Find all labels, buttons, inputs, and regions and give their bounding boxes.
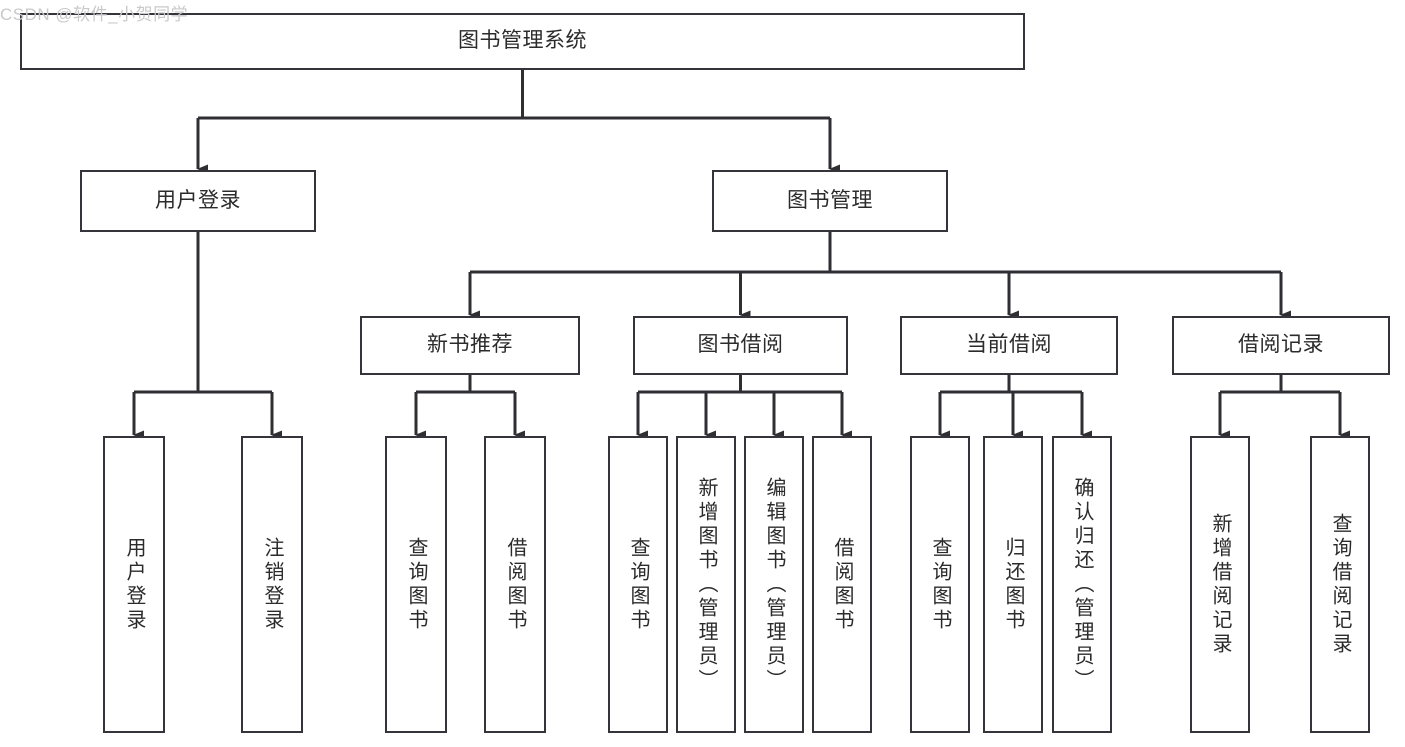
node-leaf1[interactable]: 用户登录 — [103, 436, 165, 733]
node-leaf2[interactable]: 注销登录 — [241, 436, 303, 733]
node-root[interactable]: 图书管理系统 — [20, 13, 1025, 70]
node-leaf11[interactable]: 确认归还（管理员） — [1052, 436, 1112, 733]
node-label: 借阅记录 — [1238, 333, 1324, 357]
node-leaf10[interactable]: 归还图书 — [983, 436, 1043, 733]
node-label: 借阅图书 — [831, 536, 853, 633]
node-records[interactable]: 借阅记录 — [1172, 316, 1390, 375]
node-label: 新增图书（管理员） — [695, 476, 717, 693]
node-leaf13[interactable]: 查询借阅记录 — [1310, 436, 1370, 733]
node-leaf4[interactable]: 借阅图书 — [484, 436, 546, 733]
node-leaf8[interactable]: 借阅图书 — [812, 436, 872, 733]
node-label: 借阅图书 — [504, 536, 526, 633]
node-label: 注销登录 — [261, 536, 283, 633]
node-label: 新书推荐 — [427, 333, 513, 357]
node-borrow[interactable]: 图书借阅 — [633, 316, 848, 375]
node-leaf5[interactable]: 查询图书 — [608, 436, 668, 733]
node-current[interactable]: 当前借阅 — [900, 316, 1118, 375]
node-bookmgmt[interactable]: 图书管理 — [712, 170, 948, 232]
node-label: 查询借阅记录 — [1329, 512, 1351, 657]
node-label: 当前借阅 — [966, 333, 1052, 357]
node-label: 图书管理系统 — [458, 29, 587, 53]
node-label: 查询图书 — [627, 536, 649, 633]
node-label: 查询图书 — [405, 536, 427, 633]
node-label: 编辑图书（管理员） — [763, 476, 785, 693]
node-label: 用户登录 — [123, 536, 145, 633]
node-leaf9[interactable]: 查询图书 — [910, 436, 970, 733]
node-newbook[interactable]: 新书推荐 — [360, 316, 580, 375]
node-leaf7[interactable]: 编辑图书（管理员） — [744, 436, 804, 733]
node-label: 查询图书 — [929, 536, 951, 633]
node-label: 归还图书 — [1002, 536, 1024, 633]
node-leaf6[interactable]: 新增图书（管理员） — [676, 436, 736, 733]
node-label: 图书借阅 — [697, 333, 784, 357]
node-label: 图书管理 — [787, 188, 873, 212]
node-label: 用户登录 — [155, 188, 241, 212]
node-leaf12[interactable]: 新增借阅记录 — [1190, 436, 1250, 733]
node-leaf3[interactable]: 查询图书 — [385, 436, 447, 733]
node-label: 新增借阅记录 — [1209, 512, 1231, 657]
edge-paths — [132, 70, 1350, 440]
node-login[interactable]: 用户登录 — [80, 170, 316, 232]
node-label: 确认归还（管理员） — [1071, 476, 1093, 693]
